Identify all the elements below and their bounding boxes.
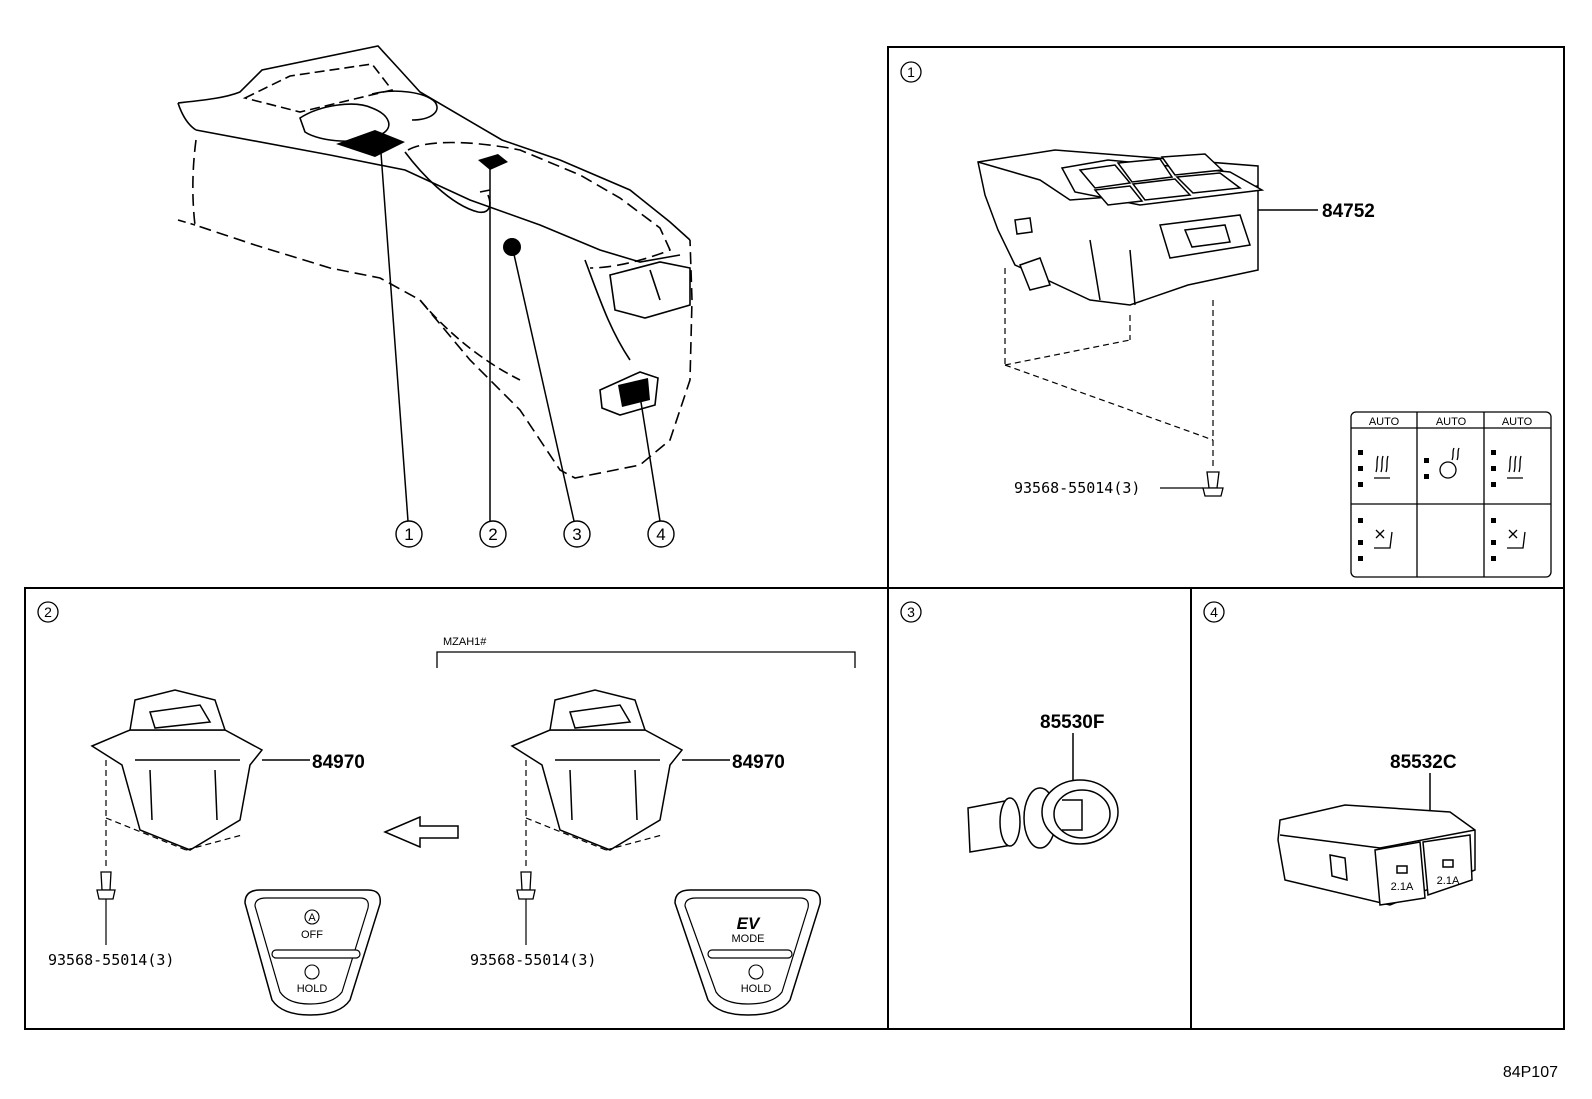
svg-text:4: 4: [1210, 604, 1218, 620]
cover-right-mode: MODE: [732, 933, 765, 945]
svg-text:A: A: [308, 912, 316, 924]
ev-logo: EV: [737, 914, 761, 933]
screw-ref-right: 93568-55014(3): [470, 951, 596, 969]
screw-icon: [96, 871, 116, 900]
steering-heat-icon: [1439, 461, 1457, 479]
highlight-ev-switch: [478, 154, 508, 170]
part-number-85532C: 85532C: [1390, 752, 1457, 773]
cover-left-off: OFF: [301, 929, 323, 941]
callout-1-circle: [395, 520, 423, 548]
seat-heat-icon: [1507, 455, 1523, 479]
brake-hold-icon: [304, 964, 320, 980]
auto-hold-icon: [304, 909, 320, 925]
left-mount-lines: [105, 760, 243, 868]
cover-right-hold: HOLD: [741, 983, 772, 995]
switch-cover-right: EV MODE HOLD: [674, 889, 821, 1016]
part-number-84752: 84752: [1322, 201, 1375, 222]
callout-3-label: 3: [572, 525, 581, 544]
diagram-id: 84P107: [1503, 1064, 1558, 1081]
screw-icon: [516, 871, 536, 900]
svg-text:3: 3: [907, 604, 915, 620]
usb-port-2-label: 2.1A: [1437, 875, 1460, 887]
panel-1-mount-lines: [1004, 268, 1214, 470]
highlight-usb-port: [618, 378, 650, 407]
seat-heat-icon: [1374, 455, 1390, 479]
overview-leaders: [380, 152, 661, 522]
ev-switch-left: [90, 689, 264, 851]
cover-left-hold: HOLD: [297, 983, 328, 995]
svg-text:2: 2: [44, 604, 52, 620]
overview-callouts: [395, 520, 675, 548]
cover-divider: [707, 949, 793, 959]
part-number-84970-right: 84970: [732, 752, 785, 773]
seat-vent-icon: [1374, 529, 1393, 549]
switch-variants-table: [1350, 411, 1552, 578]
usb-charger-module: [1277, 804, 1476, 906]
highlight-switch-panel: [336, 130, 405, 157]
callout-4-circle: [647, 520, 675, 548]
ev-switch-right: [510, 689, 684, 851]
console-highlights: [336, 130, 650, 407]
power-outlet-socket: [967, 779, 1119, 853]
brake-hold-icon: [748, 964, 764, 980]
steering-heat-waves: [1451, 447, 1460, 461]
usb-port-1-label: 2.1A: [1391, 881, 1414, 893]
callout-2-circle: [479, 520, 507, 548]
seat-vent-icon: [1507, 529, 1526, 549]
cover-divider: [271, 949, 361, 959]
panel-1-frame: [887, 46, 1565, 589]
variant-3-auto: AUTO: [1502, 416, 1533, 428]
variant-2-auto: AUTO: [1436, 416, 1467, 428]
highlight-power-outlet: [503, 238, 521, 256]
svg-text:1: 1: [907, 64, 915, 80]
seat-heater-switch-assembly: [977, 149, 1265, 306]
console-overview: [177, 45, 693, 479]
panel-4-index: 4: [1203, 601, 1225, 623]
panel-3-index: 3: [900, 601, 922, 623]
variant-indicators: [1358, 450, 1496, 561]
model-code-label: MZAH1#: [443, 636, 487, 648]
callout-1-label: 1: [404, 525, 413, 544]
callout-3-circle: [563, 520, 591, 548]
part-number-85530F: 85530F: [1040, 712, 1104, 733]
screw-ref-panel1: 93568-55014(3): [1014, 479, 1140, 497]
switch-cover-left: A OFF HOLD: [244, 889, 381, 1016]
callout-2-label: 2: [488, 525, 497, 544]
seat-heat-icons: [1374, 447, 1526, 549]
right-mount-lines: [525, 760, 663, 868]
supersede-arrow: [383, 815, 459, 849]
screw-icon: [1202, 471, 1224, 497]
panel-4-frame: [1190, 587, 1565, 1030]
model-code-bracket: [436, 651, 856, 668]
screw-ref-left: 93568-55014(3): [48, 951, 174, 969]
part-number-84970-left: 84970: [312, 752, 365, 773]
panel-1-index: 1: [900, 61, 922, 83]
panel-frames: [24, 46, 1565, 1030]
variant-1-auto: AUTO: [1369, 416, 1400, 428]
callout-4-label: 4: [656, 525, 665, 544]
panel-2-index: 2: [37, 601, 59, 623]
